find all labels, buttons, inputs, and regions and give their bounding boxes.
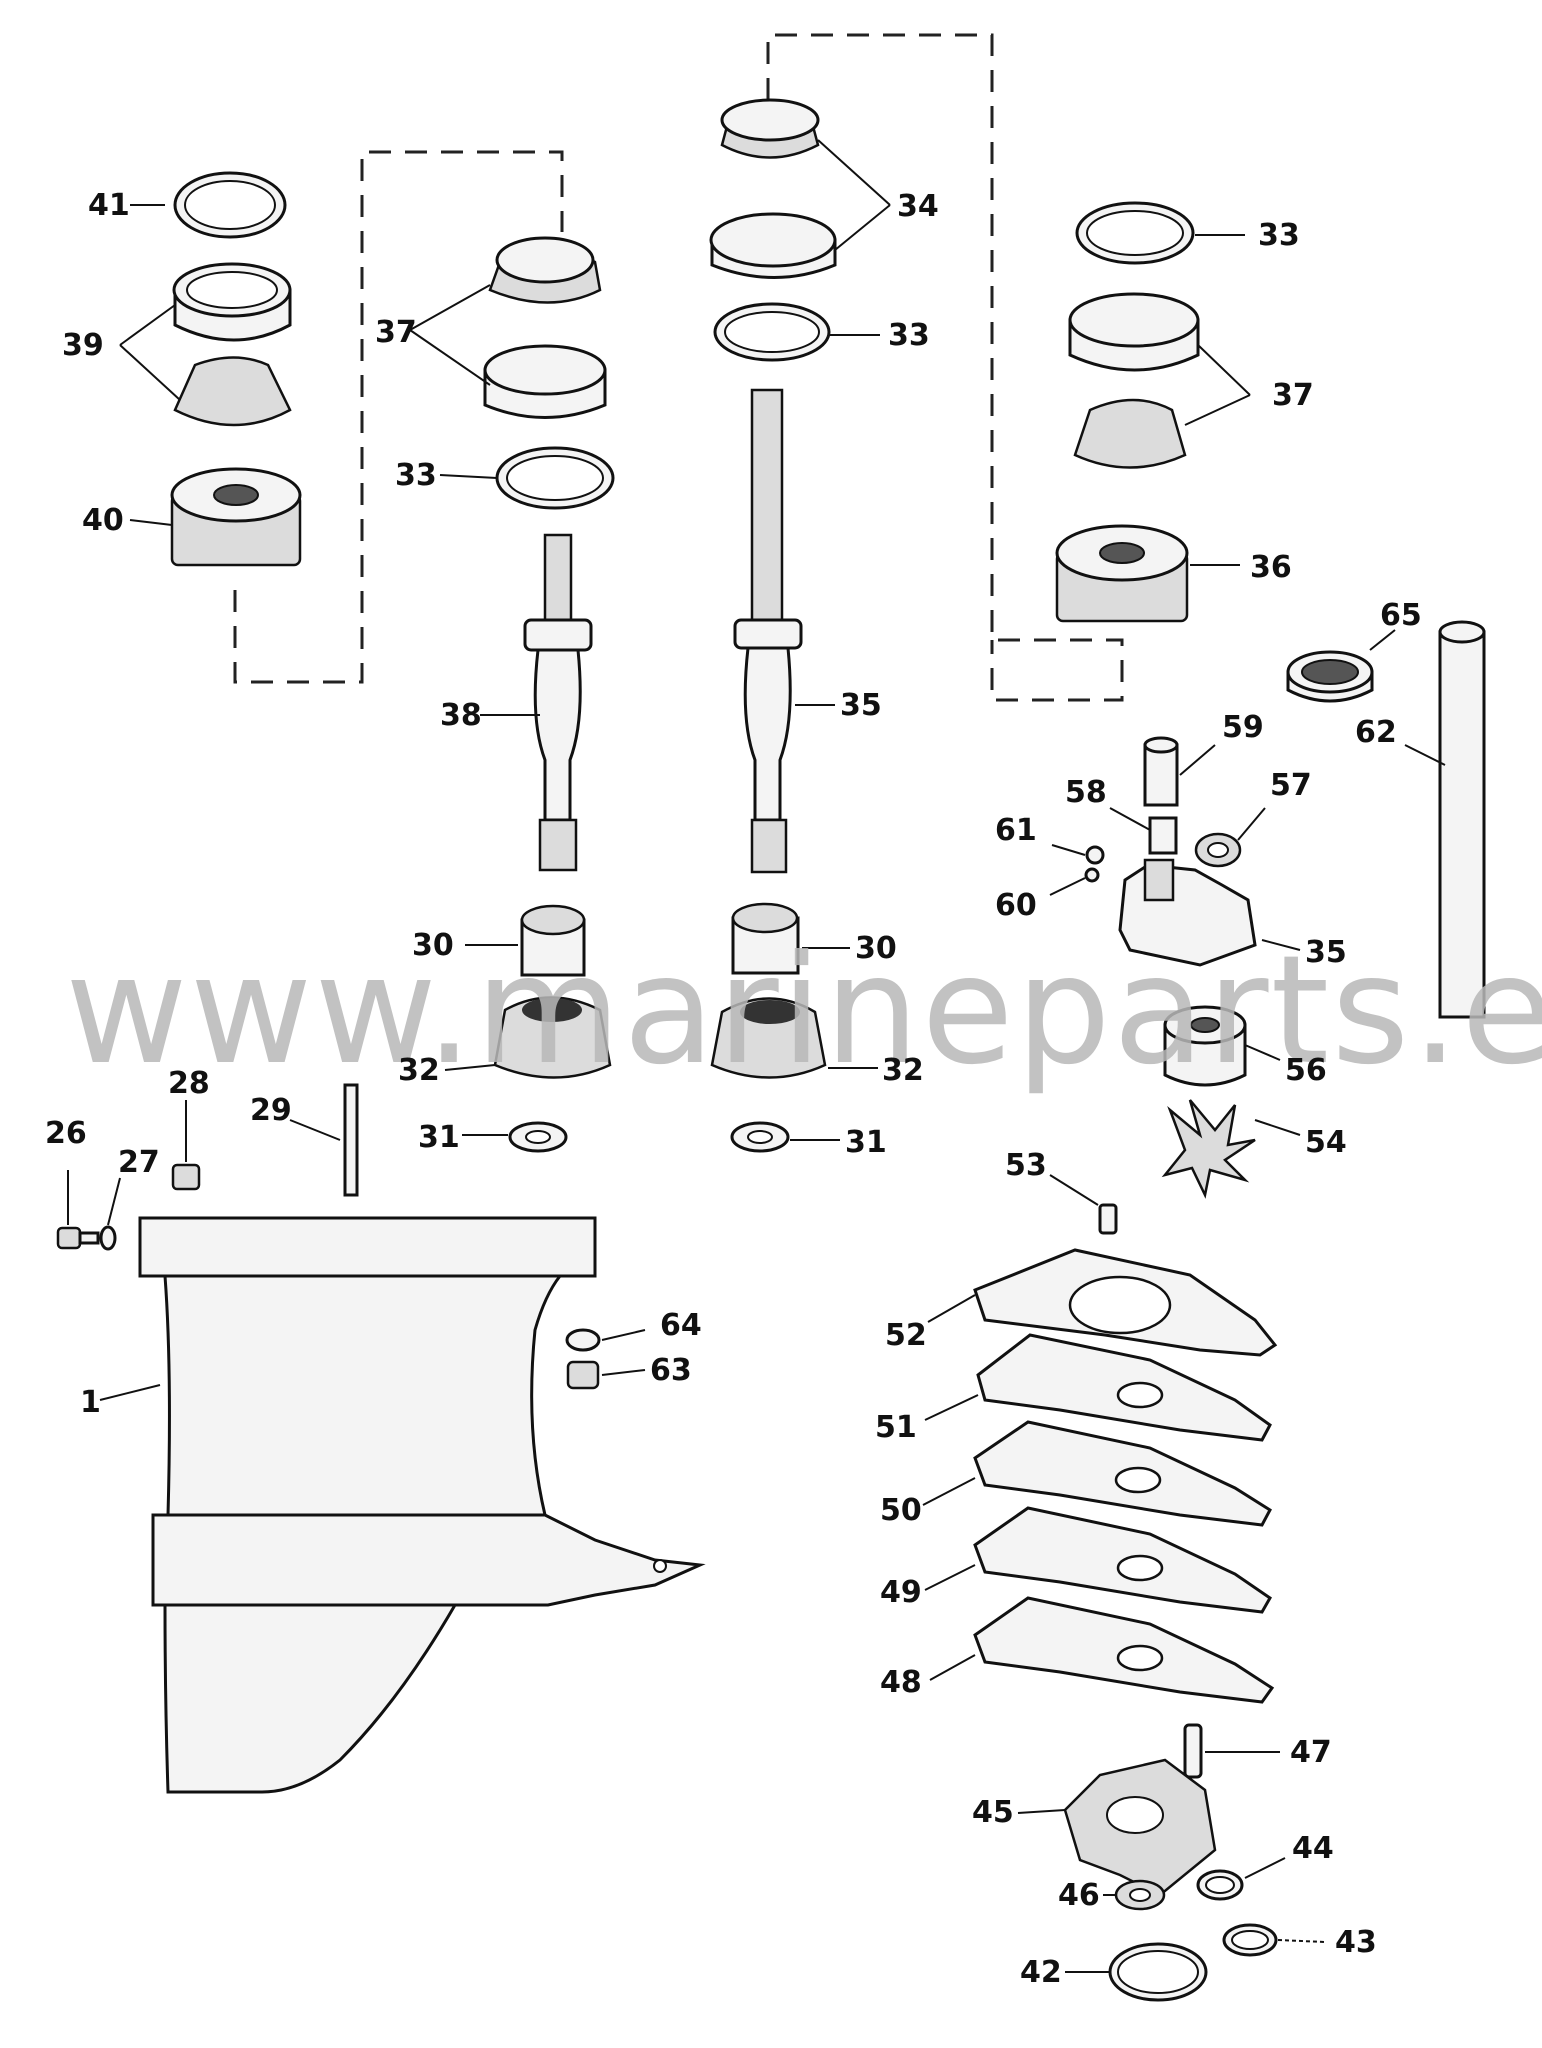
label-58: 58 <box>1065 775 1107 810</box>
label-49: 49 <box>880 1575 922 1610</box>
label-39: 39 <box>62 328 104 363</box>
part-29-stud <box>289 1083 359 1197</box>
label-33c: 33 <box>1258 218 1300 253</box>
label-40: 40 <box>82 503 124 538</box>
part-32-right-gear <box>710 997 878 1079</box>
part-49-plate <box>924 1506 1272 1614</box>
label-1: 1 <box>80 1385 101 1420</box>
part-26-bolt <box>56 1170 100 1250</box>
part-31-left-nut <box>462 1121 568 1153</box>
label-37a: 37 <box>375 315 417 350</box>
part-58-sleeve <box>1109 807 1178 855</box>
part-28-nut <box>171 1100 201 1191</box>
part-59-sleeve <box>1143 736 1216 807</box>
label-44: 44 <box>1292 1831 1334 1866</box>
part-30-left-bearing <box>465 904 586 977</box>
part-46-seal <box>1103 1879 1166 1911</box>
part-62-tube <box>1404 620 1486 1019</box>
part-45-pump-base <box>1017 1758 1217 1897</box>
part-44-o-ring <box>1196 1857 1286 1901</box>
label-31b: 31 <box>845 1125 887 1160</box>
part-labels: 1 26 27 28 29 30 30 31 31 32 32 33 33 33… <box>45 188 1422 1990</box>
label-57: 57 <box>1270 768 1312 803</box>
label-37b: 37 <box>1272 378 1314 413</box>
part-54-impeller <box>1161 1099 1301 1199</box>
part-65-seal <box>1286 629 1396 703</box>
label-52: 52 <box>885 1318 927 1353</box>
part-53-key <box>1049 1174 1118 1235</box>
label-41: 41 <box>88 188 130 223</box>
part-55-pump-housing <box>1118 858 1301 967</box>
label-29: 29 <box>250 1093 292 1128</box>
part-38-shaft <box>480 533 593 872</box>
part-1-gearcase <box>99 1216 706 1794</box>
part-27-washer <box>99 1177 121 1251</box>
part-47-pin <box>1183 1723 1280 1779</box>
label-56: 56 <box>1285 1053 1327 1088</box>
label-32a: 32 <box>398 1053 440 1088</box>
part-33-left-ring <box>439 446 615 510</box>
label-31a: 31 <box>418 1120 460 1155</box>
part-40-gear <box>129 467 302 567</box>
label-35b: 35 <box>1305 935 1347 970</box>
label-45: 45 <box>972 1795 1014 1830</box>
label-50: 50 <box>880 1493 922 1528</box>
dashed-group-left <box>233 150 564 684</box>
part-63-nut <box>566 1360 646 1390</box>
label-46: 46 <box>1058 1878 1100 1913</box>
part-37-right-bearing <box>1068 292 1251 469</box>
part-42-ring <box>1065 1942 1208 2002</box>
label-35: 35 <box>840 688 882 723</box>
label-64: 64 <box>660 1308 702 1343</box>
label-65: 65 <box>1380 598 1422 633</box>
label-54: 54 <box>1305 1125 1347 1160</box>
part-51-plate <box>924 1333 1272 1442</box>
label-33a: 33 <box>395 458 437 493</box>
part-31-right-nut <box>730 1121 840 1153</box>
part-64-washer <box>565 1328 646 1352</box>
label-59: 59 <box>1222 710 1264 745</box>
watermark-text: www.marineparts.eu <box>65 924 1542 1098</box>
label-43: 43 <box>1335 1925 1377 1960</box>
part-33-right-ring <box>1075 201 1245 265</box>
part-37-left-bearing <box>409 236 607 419</box>
label-51: 51 <box>875 1410 917 1445</box>
part-56-insert <box>1163 1005 1281 1087</box>
label-36: 36 <box>1250 550 1292 585</box>
label-61: 61 <box>995 813 1037 848</box>
part-30-right-bearing <box>731 902 850 975</box>
part-39-bearing <box>119 262 292 427</box>
part-43-o-ring <box>1222 1923 1326 1957</box>
label-60: 60 <box>995 888 1037 923</box>
label-30b: 30 <box>855 931 897 966</box>
part-36-gear <box>1055 524 1240 623</box>
part-41-ring <box>130 171 287 239</box>
label-47: 47 <box>1290 1735 1332 1770</box>
part-33-center-ring <box>713 302 880 362</box>
part-52-plate <box>927 1248 1278 1357</box>
part-60-ball <box>1049 867 1100 896</box>
label-42: 42 <box>1020 1955 1062 1990</box>
label-28: 28 <box>168 1066 210 1101</box>
label-34: 34 <box>897 189 939 224</box>
part-50-plate <box>922 1420 1272 1527</box>
label-30a: 30 <box>412 928 454 963</box>
label-62: 62 <box>1355 715 1397 750</box>
label-26: 26 <box>45 1116 87 1151</box>
part-32-left-gear <box>444 996 612 1079</box>
part-57-seal <box>1194 807 1266 868</box>
part-61-ball <box>1051 844 1105 865</box>
label-48: 48 <box>880 1665 922 1700</box>
label-63: 63 <box>650 1353 692 1388</box>
label-33b: 33 <box>888 318 930 353</box>
label-53: 53 <box>1005 1148 1047 1183</box>
part-34-bearing <box>709 98 891 279</box>
part-48-plate <box>929 1596 1275 1704</box>
dashed-group-center <box>766 33 1124 702</box>
label-27: 27 <box>118 1145 160 1180</box>
label-38: 38 <box>440 698 482 733</box>
part-35-shaft <box>733 388 835 874</box>
label-32b: 32 <box>882 1053 924 1088</box>
